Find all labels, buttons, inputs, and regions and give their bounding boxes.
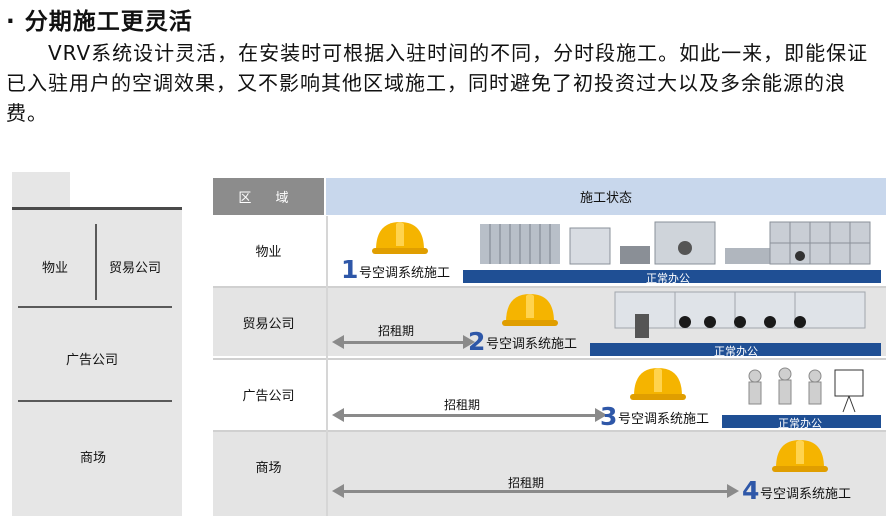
building-label-ad: 广告公司 bbox=[66, 353, 119, 368]
column-divider bbox=[326, 216, 328, 516]
rent-period-label: 招租期 bbox=[378, 324, 415, 338]
arrow-right-icon bbox=[595, 408, 607, 422]
status-bar bbox=[463, 270, 881, 283]
arrow-left-icon bbox=[332, 335, 344, 349]
step-label: 号空调系统施工 bbox=[359, 266, 451, 281]
status-bar bbox=[590, 343, 881, 356]
table-row: 商场 bbox=[213, 432, 886, 516]
rent-period-label: 招租期 bbox=[444, 398, 481, 412]
arrow-left-icon bbox=[332, 484, 344, 498]
intro-paragraph: VRV系统设计灵活，在安装时可根据入驻时间的不同，分时段施工。如此一来，即能保证… bbox=[6, 38, 886, 128]
status-bar-label: 正常办公 bbox=[778, 417, 822, 430]
building-divider-vertical bbox=[95, 224, 97, 300]
rent-period-arrow bbox=[338, 341, 468, 344]
step-number: 4 bbox=[742, 476, 760, 505]
building-label-trade: 贸易公司 bbox=[109, 261, 162, 276]
rent-period-arrow bbox=[338, 490, 732, 493]
hard-hat-icon bbox=[772, 440, 828, 472]
row-area-label: 商场 bbox=[255, 460, 282, 476]
step-label: 号空调系统施工 bbox=[618, 412, 710, 427]
arrow-right-icon bbox=[463, 335, 475, 349]
building-floor-line-1 bbox=[18, 306, 172, 308]
status-bar-label: 正常办公 bbox=[646, 272, 690, 285]
status-bar-label: 正常办公 bbox=[714, 345, 758, 358]
row-area-label: 贸易公司 bbox=[242, 316, 295, 332]
row-divider bbox=[213, 358, 886, 360]
step-label: 号空调系统施工 bbox=[760, 487, 852, 502]
building-schematic bbox=[12, 208, 182, 516]
rent-period-arrow bbox=[338, 414, 600, 417]
people-illustration bbox=[748, 367, 864, 413]
rent-period-label: 招租期 bbox=[508, 476, 545, 490]
building-label-mall: 商场 bbox=[80, 451, 107, 466]
row-area-label: 广告公司 bbox=[242, 388, 295, 404]
arrow-right-icon bbox=[727, 484, 739, 498]
building-roof bbox=[12, 172, 70, 212]
building-floor-line-2 bbox=[18, 400, 172, 402]
table-header-area: 区 域 bbox=[213, 178, 324, 215]
hard-hat-icon bbox=[630, 368, 686, 400]
hard-hat-icon bbox=[372, 222, 428, 254]
step-number: 3 bbox=[600, 402, 618, 431]
intro-paragraph-text: VRV系统设计灵活，在安装时可根据入驻时间的不同，分时段施工。如此一来，即能保证… bbox=[6, 41, 869, 125]
meeting-room-illustration bbox=[614, 291, 866, 338]
row-divider bbox=[213, 286, 886, 288]
arrow-left-icon bbox=[332, 408, 344, 422]
row-divider bbox=[213, 430, 886, 432]
status-bar bbox=[722, 415, 881, 428]
building-roof-line bbox=[12, 207, 182, 210]
step-number: 1 bbox=[341, 255, 359, 284]
page-title: · 分期施工更灵活 bbox=[6, 9, 193, 35]
office-illustration bbox=[480, 221, 871, 265]
hard-hat-icon bbox=[502, 294, 558, 326]
table-header-status: 施工状态 bbox=[326, 178, 886, 215]
step-number: 2 bbox=[468, 327, 486, 356]
step-label: 号空调系统施工 bbox=[486, 337, 578, 352]
row-area-label: 物业 bbox=[213, 216, 324, 284]
building-label-property: 物业 bbox=[42, 261, 69, 276]
